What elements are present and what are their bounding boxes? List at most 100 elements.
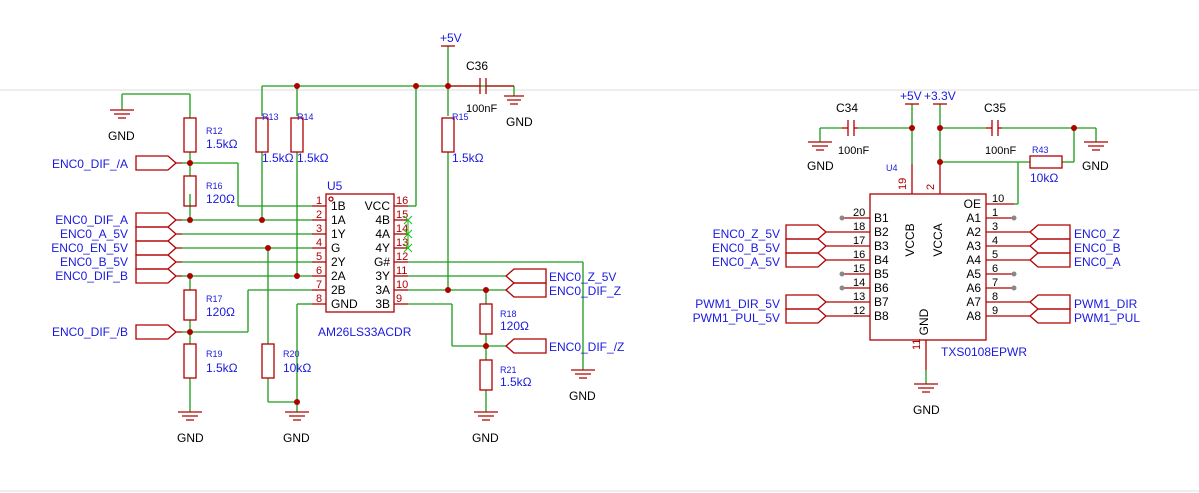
u4-pin-number: 1	[992, 207, 998, 219]
r17-resistor[interactable]: R17 120Ω	[183, 289, 235, 321]
u4-pin-name: A4	[966, 253, 981, 267]
u4-pin-number: 15	[853, 263, 865, 275]
u4-pin-name: GND	[917, 308, 931, 335]
u4-pin-name: VCCB	[903, 223, 917, 256]
u4-pin-name: B6	[874, 281, 889, 295]
r16-ref: R16	[206, 181, 223, 191]
r19-resistor[interactable]: R19 1.5kΩ	[183, 343, 238, 379]
u5-pin-name: G	[331, 241, 340, 255]
r18-ref: R18	[500, 309, 517, 319]
r14-resistor[interactable]: R14 1.5kΩ	[290, 112, 329, 165]
r13-resistor[interactable]: R13 1.5kΩ	[255, 112, 294, 165]
u4-pin-name: A2	[966, 225, 981, 239]
r21-value: 1.5kΩ	[500, 375, 532, 389]
u4-pin-number: 2	[925, 184, 937, 190]
net-label-enc0-dif-na: ENC0_DIF_/A	[52, 157, 128, 171]
c35-value: 100nF	[985, 145, 1016, 157]
u4-pin-number: 10	[992, 193, 1004, 205]
power-5v: +5V	[440, 31, 462, 47]
no-connect-marks	[403, 215, 413, 253]
u5-pin-number: 6	[316, 265, 322, 277]
u5-pin-number: 16	[396, 195, 408, 207]
u5-pin-number: 12	[396, 251, 408, 263]
u5-pin-name: 3Y	[375, 269, 390, 283]
net-label-enc0-b: ENC0_B	[1074, 241, 1121, 255]
u5-pin-name: 1A	[331, 213, 346, 227]
net-label-enc0-dif-nb: ENC0_DIF_/B	[52, 325, 128, 339]
gnd-symbols-right: GND GND GND	[807, 141, 1109, 417]
u4-pin-number: 16	[853, 249, 865, 261]
net-label-enc0-z-5v-out: ENC0_Z_5V	[549, 270, 616, 284]
gnd-label: GND	[506, 115, 533, 129]
net-label-enc0-z: ENC0_Z	[1074, 227, 1120, 241]
c35-capacitor[interactable]: C35 100nF	[984, 101, 1016, 157]
r43-ref: R43	[1032, 145, 1049, 155]
r15-resistor[interactable]: R15 1.5kΩ	[441, 112, 484, 165]
u5-pin-name: 2A	[331, 269, 346, 283]
u5-pin-number: 1	[316, 195, 322, 207]
u4-pin-number: 4	[992, 235, 998, 247]
power-5v-label: +5V	[440, 31, 462, 45]
u5-pin-name: 1Y	[331, 227, 346, 241]
gnd-label: GND	[177, 431, 204, 445]
u5-pin-number: 3	[316, 223, 322, 235]
c35-ref: C35	[984, 101, 1006, 115]
r12-resistor[interactable]: R12 1.5kΩ	[183, 117, 238, 153]
r14-value: 1.5kΩ	[297, 151, 329, 165]
u5-pin-number: 2	[316, 209, 322, 221]
u5-pin-number: 10	[396, 279, 408, 291]
c34-value: 100nF	[838, 145, 869, 157]
r19-ref: R19	[206, 349, 223, 359]
u5-pin-name: 2Y	[331, 255, 346, 269]
r21-resistor[interactable]: R21 1.5kΩ	[479, 359, 532, 391]
r20-ref: R20	[283, 349, 300, 359]
u5-pin-name: VCC	[365, 199, 391, 213]
r19-value: 1.5kΩ	[206, 361, 238, 375]
net-label-pwm1-dir: PWM1_DIR	[1074, 297, 1138, 311]
c34-capacitor[interactable]: C34 100nF	[836, 101, 869, 157]
r20-resistor[interactable]: R20 10kΩ	[261, 343, 311, 379]
u4-pin-number: 6	[992, 263, 998, 275]
u4-part: TXS0108EPWR	[941, 345, 1027, 359]
power-33v-label: +3.3V	[924, 89, 956, 103]
r17-value: 120Ω	[206, 305, 235, 319]
u4-pin-number: 12	[853, 305, 865, 317]
u5-pin-number: 4	[316, 237, 322, 249]
u4-pin-name: A7	[966, 295, 981, 309]
u4-left-ports	[785, 224, 842, 324]
u5-pin-name: 2B	[331, 283, 346, 297]
u5-pin-number: 15	[396, 209, 408, 221]
net-label-enc0-b-5v-r: ENC0_B_5V	[712, 241, 780, 255]
left-junctions	[187, 83, 489, 405]
u4-chip[interactable]: U4 TXS0108EPWR VCCB VCCA GND	[869, 163, 1027, 359]
net-label-enc0-en-5v: ENC0_EN_5V	[51, 241, 128, 255]
c36-capacitor[interactable]: C36 100nF	[448, 59, 514, 115]
u5-pin-number: 9	[396, 293, 402, 305]
r16-resistor[interactable]: R16 120Ω	[183, 175, 235, 207]
u4-vertical-pins: 19 2 11	[897, 164, 941, 370]
left-net-ports	[135, 155, 182, 340]
left-wires	[121, 46, 584, 412]
r43-resistor[interactable]: R43 10kΩ	[1029, 145, 1063, 185]
r17-ref: R17	[206, 294, 223, 304]
gnd-label: GND	[807, 159, 834, 173]
u4-pin-number: 5	[992, 249, 998, 261]
u4-pin-name: A3	[966, 239, 981, 253]
u5-pin-name: 1B	[331, 199, 346, 213]
r13-ref: R13	[262, 112, 279, 122]
net-label-pwm1-pul: PWM1_PUL	[1074, 311, 1140, 325]
u4-pin-name: A1	[966, 211, 981, 225]
gnd-label: GND	[108, 129, 135, 143]
u4-pin-name: VCCA	[931, 223, 945, 256]
u4-pin-number: 8	[992, 291, 998, 303]
u4-pin-number: 7	[992, 277, 998, 289]
r18-resistor[interactable]: R18 120Ω	[479, 303, 529, 335]
net-label-enc0-dif-b: ENC0_DIF_B	[55, 269, 128, 283]
u5-right-pins: 16 15 14 13 12 11 10 9 VCC 4B 4A 4Y G# 3…	[365, 195, 409, 311]
net-label-pwm1-pul-5v: PWM1_PUL_5V	[693, 311, 780, 325]
u5-pin-number: 8	[316, 293, 322, 305]
u5-chip[interactable]: U5 AM26LS33ACDR	[318, 179, 412, 339]
u4-pin-number: 19	[897, 178, 909, 190]
u5-left-pins: 1 2 3 4 5 6 7 8 1B 1A 1Y G 2Y 2A 2B GND	[312, 195, 358, 311]
